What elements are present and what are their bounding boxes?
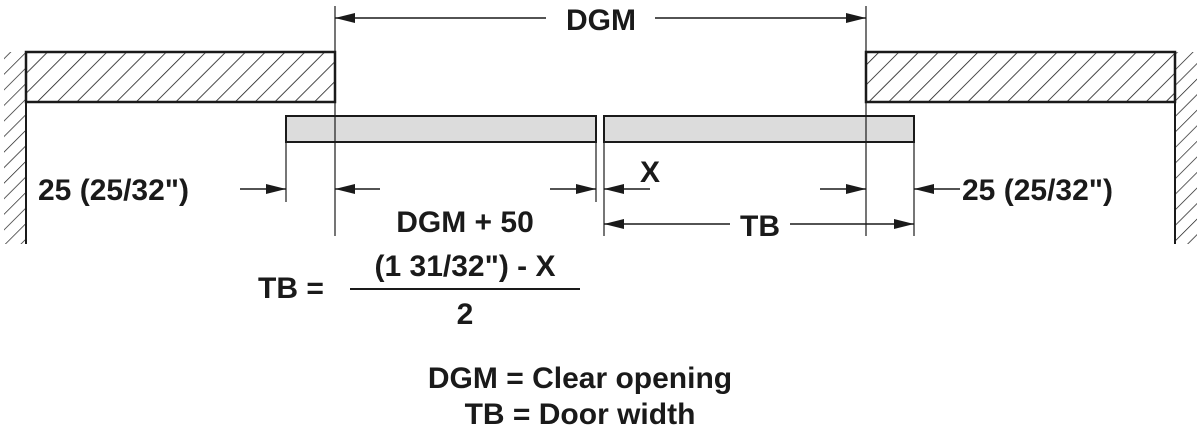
left-door-panel [285, 115, 597, 143]
tb-dimension-line [604, 219, 914, 229]
right-door-panel [603, 115, 915, 143]
right-wall [1174, 52, 1197, 244]
formula-numerator-line2: (1 31/32") - X [375, 250, 556, 283]
legend-dgm: DGM = Clear opening [428, 362, 732, 395]
legend-tb: TB = Door width [465, 398, 696, 431]
gap-x-arrows [550, 184, 650, 194]
left-overlap-label: 25 (25/32") [38, 174, 189, 207]
legend: DGM = Clear opening TB = Door width [428, 362, 732, 431]
left-lintel [24, 50, 337, 104]
formula-lhs: TB = [258, 272, 324, 305]
dgm-label: DGM [566, 4, 636, 37]
formula-numerator-line1: DGM + 50 [396, 206, 534, 239]
tb-label: TB [740, 210, 780, 243]
gap-x-label: X [640, 156, 660, 189]
left-overlap-arrows [240, 184, 380, 194]
dgm-dimension-line [335, 13, 866, 23]
formula-denominator: 2 [457, 298, 474, 331]
right-overlap-label: 25 (25/32") [962, 174, 1113, 207]
tb-formula: TB = DGM + 50 (1 31/32") - X 2 [258, 206, 580, 331]
right-lintel [864, 50, 1177, 104]
left-wall [4, 52, 27, 244]
right-overlap-arrows [820, 184, 960, 194]
